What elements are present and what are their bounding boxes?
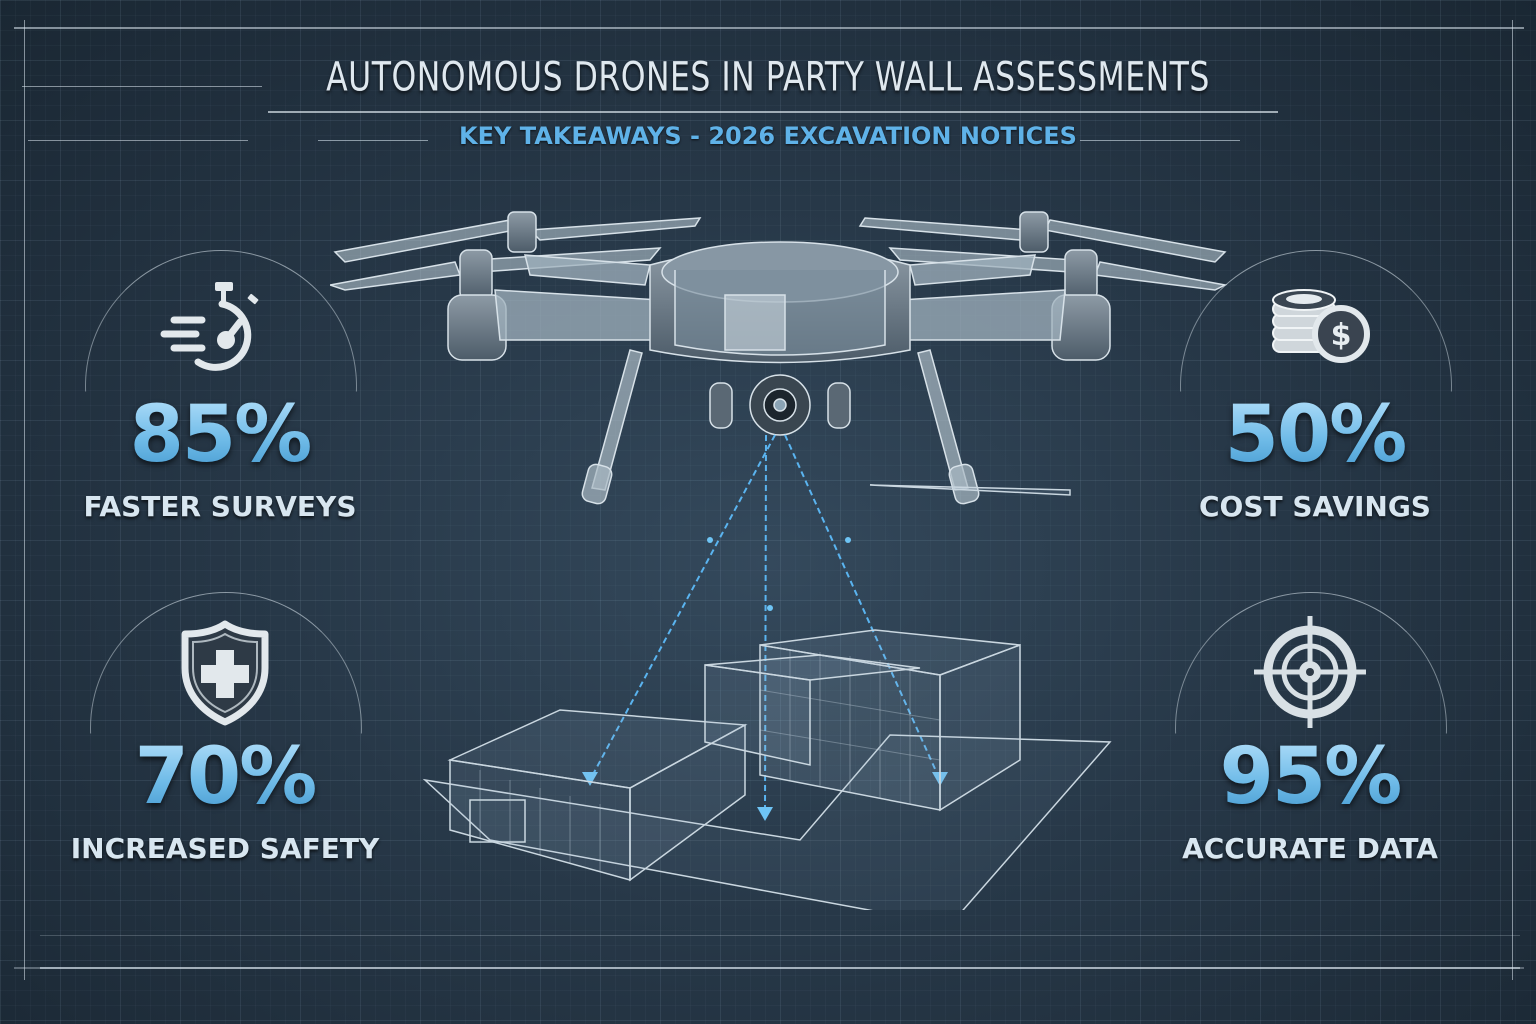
subtitle-rule-right [1080, 140, 1240, 141]
svg-text:$: $ [1331, 318, 1352, 353]
stat-value: 70% [75, 732, 375, 822]
stat-value: 95% [1160, 732, 1460, 822]
shield-cross-icon [181, 620, 269, 726]
stat-label: COST SAVINGS [1199, 490, 1431, 523]
subtitle-rule-left [318, 140, 428, 141]
stat-label: ACCURATE DATA [1182, 832, 1438, 865]
target-crosshair-icon [1254, 616, 1366, 728]
title-underline [268, 111, 1278, 113]
frame-line-bottom-inner [40, 967, 1520, 969]
building-wireframe [422, 484, 1112, 910]
stat-value: 85% [70, 390, 370, 480]
scan-beams [589, 434, 941, 816]
coins-dollar-icon: $ [1272, 289, 1370, 363]
drone-scan-illustration [330, 211, 1228, 910]
dimension-line [40, 935, 1520, 936]
frame-line-top [14, 27, 1524, 29]
frame-line-left [24, 20, 25, 980]
stat-value: 50% [1165, 390, 1465, 480]
stat-label: FASTER SURVEYS [83, 490, 357, 523]
stopwatch-icon [160, 282, 259, 371]
page-title: AUTONOMOUS DRONES IN PARTY WALL ASSESSME… [326, 55, 1210, 101]
drone-icon [330, 211, 1228, 505]
stat-label: INCREASED SAFETY [70, 832, 380, 865]
dimension-line [22, 86, 262, 87]
page-subtitle: KEY TAKEAWAYS - 2026 EXCAVATION NOTICES [459, 122, 1077, 150]
dimension-line [28, 140, 248, 141]
frame-line-right [1512, 20, 1513, 980]
